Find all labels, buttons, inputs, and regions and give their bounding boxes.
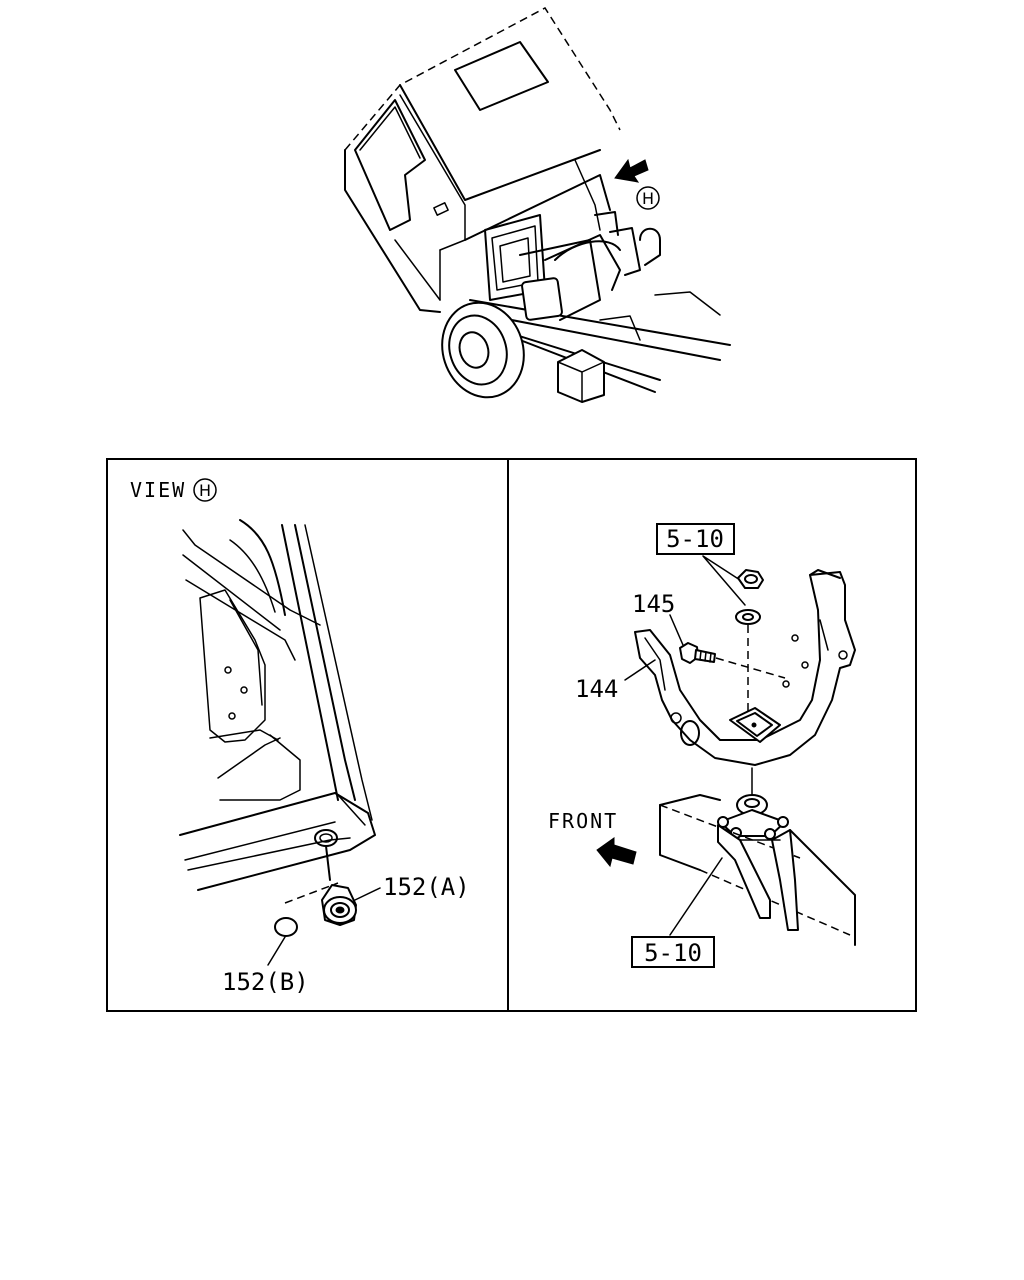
- ref-box-upper: [656, 523, 735, 555]
- callout-144: 144: [575, 675, 618, 703]
- truck-overview: H: [344, 7, 731, 403]
- front-arrow-icon: [596, 837, 637, 868]
- plug-152b: [274, 917, 298, 937]
- view-marker-panel: H: [199, 481, 211, 500]
- ref-lower: 5-10: [644, 939, 702, 967]
- callout-152a: 152(A): [383, 873, 470, 901]
- callout-145: 145: [632, 590, 675, 618]
- view-h-panel: VIEW H: [130, 478, 470, 996]
- callout-152b: 152(B): [222, 968, 309, 996]
- grommet-152a: [321, 884, 357, 926]
- mount-panel: 5-10 144: [548, 523, 856, 968]
- bracket-144: [634, 569, 856, 766]
- rubber-mount: [717, 794, 789, 840]
- direction-label: FRONT: [548, 809, 618, 833]
- view-marker-top: H: [642, 189, 654, 208]
- detail-frame: [106, 458, 917, 1012]
- ref-upper: 5-10: [666, 525, 724, 553]
- ref-box-lower: [631, 936, 715, 968]
- bolt-145: [679, 642, 716, 664]
- view-title: VIEW: [130, 478, 186, 502]
